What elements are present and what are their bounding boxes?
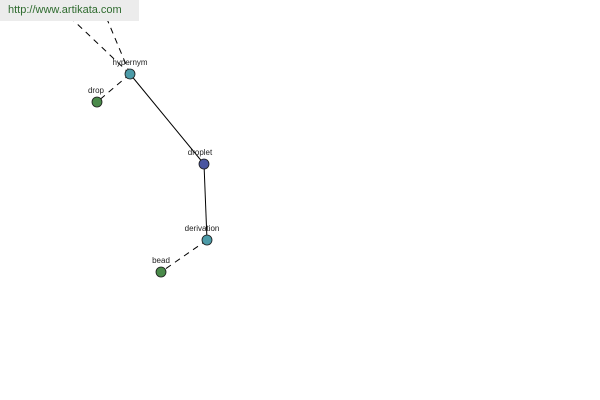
edge-droplet-hypernym — [129, 73, 205, 165]
node-label-derivation[interactable]: derivation — [185, 224, 220, 233]
edge-derivation-bead — [160, 239, 208, 273]
node-bead[interactable]: bead — [152, 256, 170, 278]
edge-droplet-derivation — [203, 163, 208, 241]
edge-hypernym-offscreen-1 — [71, 18, 131, 75]
edge-hypernym-drop — [96, 73, 131, 103]
node-droplet[interactable]: droplet — [188, 148, 213, 170]
node-hypernym[interactable]: hypernym — [112, 58, 148, 80]
node-circle-hypernym[interactable] — [124, 68, 136, 80]
node-circle-droplet[interactable] — [198, 158, 210, 170]
edge-hypernym-offscreen-2 — [106, 18, 131, 75]
node-label-drop[interactable]: drop — [88, 86, 105, 95]
node-circle-derivation[interactable] — [201, 234, 213, 246]
node-circle-bead[interactable] — [155, 266, 167, 278]
watermark-bar: http://www.artikata.com — [0, 0, 139, 21]
node-drop[interactable]: drop — [88, 86, 105, 108]
node-label-bead[interactable]: bead — [152, 256, 170, 265]
node-circle-drop[interactable] — [91, 96, 103, 108]
node-derivation[interactable]: derivation — [185, 224, 220, 246]
node-label-hypernym[interactable]: hypernym — [112, 58, 147, 67]
node-label-droplet[interactable]: droplet — [188, 148, 213, 157]
graph-edges — [71, 18, 208, 273]
watermark-url[interactable]: http://www.artikata.com — [8, 4, 122, 16]
graph-nodes: droplet hypernym drop derivation bead — [88, 58, 220, 278]
